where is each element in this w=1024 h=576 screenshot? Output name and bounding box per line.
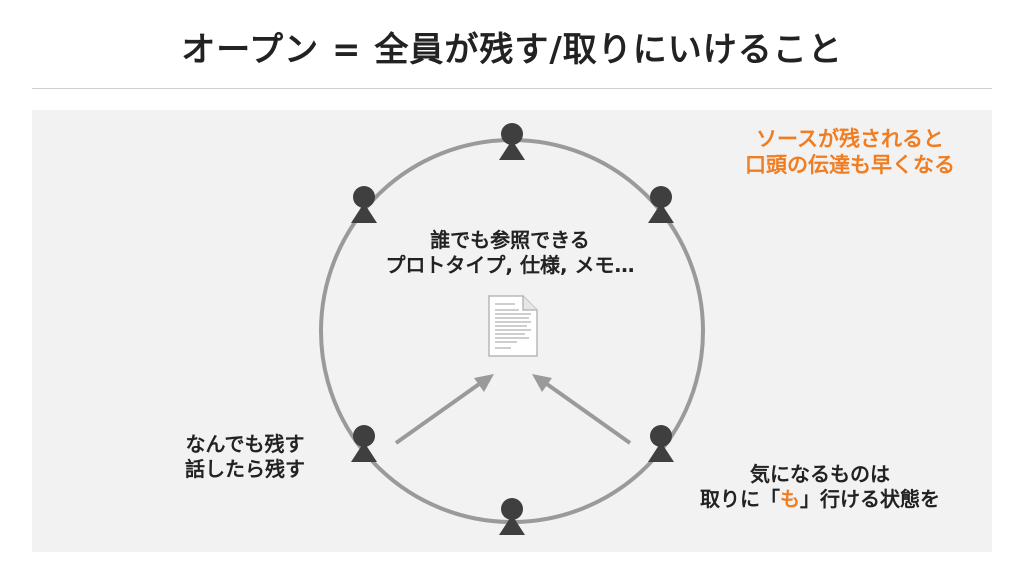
caption-text: 」行ける状態を [800, 487, 940, 511]
note-line: ソースが残されると [756, 127, 944, 151]
shared-artifacts-caption: 誰でも参照できる プロトタイプ, 仕様, メモ… [340, 228, 680, 278]
benefit-note: ソースが残されると 口頭の伝達も早くなる [700, 126, 1000, 179]
document-icon [488, 295, 538, 357]
caption-line: 誰でも参照できる [430, 228, 590, 252]
person-icon [499, 123, 525, 160]
go-get-caption: 気になるものは 取りに「も」行ける状態を [640, 462, 1000, 512]
caption-line: 取りに「も」行ける状態を [640, 487, 1000, 512]
caption-line: 気になるものは [750, 462, 890, 486]
caption-line: なんでも残す [185, 432, 305, 456]
caption-line: 話したら残す [185, 457, 305, 481]
divider [32, 88, 992, 89]
note-line: 口頭の伝達も早くなる [745, 153, 955, 178]
emphasis-text: も [780, 487, 800, 511]
person-icon [351, 425, 377, 462]
person-icon [499, 498, 525, 535]
leave-everything-caption: なんでも残す 話したら残す [150, 432, 340, 482]
person-icon [648, 186, 674, 223]
page-title: オープン = 全員が残す/取りにいけること [181, 30, 843, 70]
person-icon [648, 425, 674, 462]
arrow-left [394, 374, 494, 445]
arrow-right [532, 374, 632, 445]
caption-text: 取りに「 [700, 487, 780, 511]
person-icon [351, 186, 377, 223]
caption-line: プロトタイプ, 仕様, メモ… [385, 253, 635, 277]
